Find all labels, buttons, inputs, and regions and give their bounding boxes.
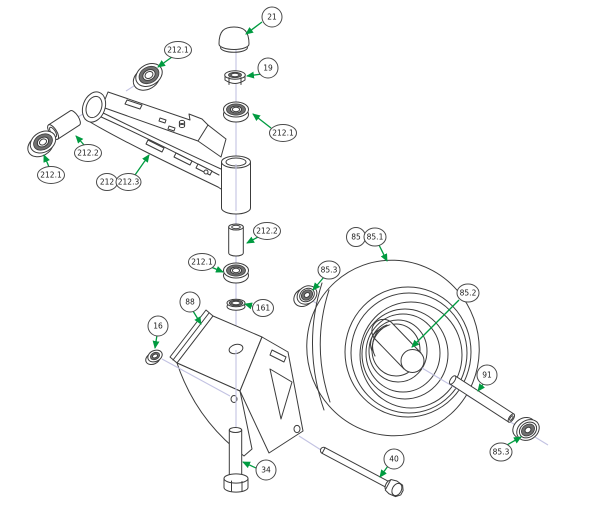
svg-text:212: 212 bbox=[100, 178, 115, 187]
wheel-bearing-left-part bbox=[293, 285, 318, 308]
callout-16: 16 bbox=[147, 315, 169, 337]
centerlines bbox=[77, 30, 549, 477]
svg-text:212.3: 212.3 bbox=[118, 178, 140, 187]
callout-85-2: 85.2 bbox=[456, 283, 480, 303]
dust-cap-part bbox=[218, 26, 250, 53]
svg-text:88: 88 bbox=[185, 298, 195, 307]
lock-nut-part bbox=[145, 349, 163, 366]
axle-bolt-part bbox=[319, 446, 404, 498]
callout-212-3: 212.3 bbox=[115, 173, 142, 191]
axle-spacer-part bbox=[448, 375, 516, 423]
callout-85-3-right: 85.3 bbox=[489, 442, 513, 462]
svg-text:85.2: 85.2 bbox=[460, 289, 477, 298]
svg-text:85.3: 85.3 bbox=[493, 448, 510, 457]
callout-212-2-mid: 212.2 bbox=[253, 222, 281, 240]
svg-text:212.1: 212.1 bbox=[167, 46, 189, 55]
svg-text:212.1: 212.1 bbox=[40, 171, 62, 180]
svg-text:19: 19 bbox=[263, 64, 273, 73]
callout-212-1-mid: 212.1 bbox=[188, 253, 216, 271]
svg-text:21: 21 bbox=[267, 13, 277, 22]
wheel-fork-bracket-part bbox=[169, 309, 304, 457]
svg-text:212.1: 212.1 bbox=[272, 129, 294, 138]
wheel-bearing-right-part bbox=[512, 416, 540, 441]
svg-text:85.1: 85.1 bbox=[367, 233, 384, 242]
callout-85-1: 85.1 bbox=[363, 227, 387, 247]
pivot-bolt-part bbox=[223, 427, 249, 493]
callout-212-1-left: 212.1 bbox=[37, 166, 65, 184]
callout-91: 91 bbox=[476, 364, 498, 386]
svg-text:212.1: 212.1 bbox=[191, 258, 213, 267]
callout-19: 19 bbox=[257, 57, 279, 79]
svg-text:16: 16 bbox=[153, 322, 163, 331]
callout-34: 34 bbox=[255, 459, 277, 481]
axle-sleeve-part bbox=[371, 318, 425, 373]
callout-40: 40 bbox=[383, 448, 405, 470]
svg-text:161: 161 bbox=[256, 304, 271, 313]
callout-212-1-top: 212.1 bbox=[164, 41, 192, 59]
svg-text:91: 91 bbox=[482, 371, 492, 380]
hex-flange-nut-part bbox=[224, 70, 246, 85]
svg-text:40: 40 bbox=[389, 455, 399, 464]
callout-212-2-left: 212.2 bbox=[74, 144, 102, 162]
svg-text:85.3: 85.3 bbox=[321, 266, 338, 275]
svg-text:212.2: 212.2 bbox=[256, 227, 278, 236]
callout-85: 85 bbox=[346, 227, 366, 247]
svg-text:34: 34 bbox=[261, 466, 271, 475]
bearing-upper-left-part bbox=[132, 63, 163, 91]
bushing-left-part bbox=[47, 110, 81, 140]
callout-85-3-left: 85.3 bbox=[317, 260, 341, 280]
svg-text:85: 85 bbox=[351, 233, 361, 242]
callout-212: 212 bbox=[96, 173, 118, 191]
callout-88: 88 bbox=[179, 291, 201, 313]
callout-21: 21 bbox=[261, 6, 283, 28]
spacer-tube-middle-part bbox=[228, 223, 244, 257]
bearing-lower-part bbox=[223, 262, 249, 284]
callout-161: 161 bbox=[252, 299, 274, 317]
callout-212-1-right: 212.1 bbox=[269, 124, 297, 142]
svg-text:212.2: 212.2 bbox=[77, 149, 99, 158]
leader-arrows bbox=[43, 21, 522, 478]
arm-boss bbox=[81, 91, 107, 123]
tire-wheel-part bbox=[306, 259, 480, 437]
callouts: 21 212.1 19 212.1 212.2 212.1 212 212.3 bbox=[37, 6, 513, 481]
retaining-ring-part bbox=[226, 298, 246, 311]
bearing-under-nut-part bbox=[223, 101, 249, 123]
